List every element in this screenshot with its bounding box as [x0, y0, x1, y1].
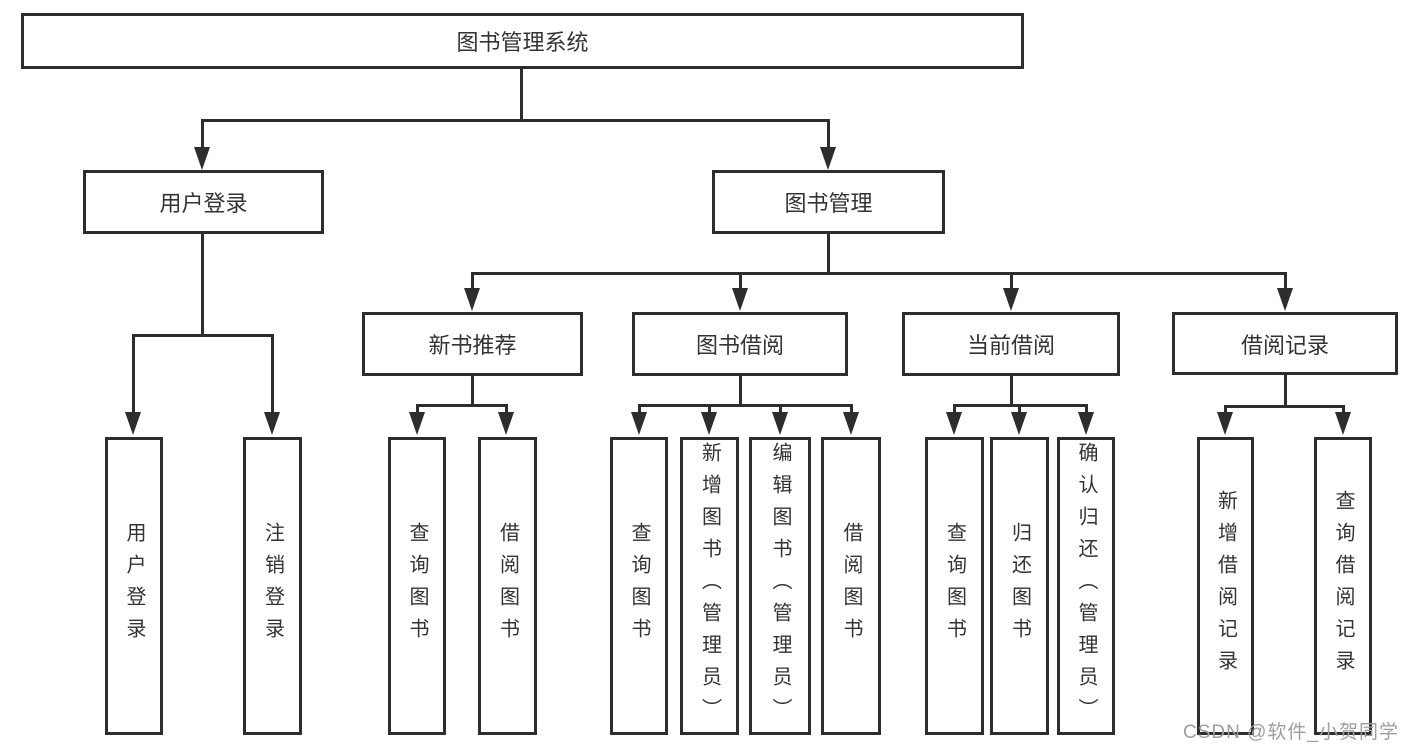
node-borrow-records: 借阅记录 [1172, 312, 1398, 375]
connector-book-borrow-stem [739, 376, 742, 404]
node-new-book-rec: 新书推荐 [362, 312, 583, 376]
connector-drop-borrow-records [1284, 272, 1287, 290]
connector-root-stem [520, 69, 523, 119]
node-borrow-records-label: 借阅记录 [1240, 332, 1329, 358]
leaf-cb-return-book: 归还图书 [990, 437, 1049, 735]
connector-drop-leaf-logout [271, 334, 274, 414]
arrowhead-cb-confirm [1078, 412, 1094, 435]
node-book-mgmt-label: 图书管理 [784, 191, 873, 216]
arrowhead-current-borrow [1003, 288, 1019, 311]
leaf-br-add-record-label: 新增借阅记录 [1214, 490, 1237, 682]
connector-drop-cb-return [1018, 404, 1021, 414]
leaf-rec-query-book: 查询图书 [388, 437, 446, 735]
node-book-borrow: 图书借阅 [632, 312, 848, 376]
arrowhead-br-query [1335, 412, 1351, 435]
node-root: 图书管理系统 [21, 13, 1024, 69]
connector-new-book-rec-split [416, 404, 508, 407]
arrowhead-book-mgmt [820, 147, 836, 170]
leaf-bb-query-book: 查询图书 [610, 437, 668, 735]
node-book-mgmt: 图书管理 [712, 170, 945, 234]
connector-book-borrow-split [638, 404, 852, 407]
connector-drop-bb-edit [779, 404, 782, 414]
leaf-bb-add-book-label: 新增图书（管理员） [698, 442, 721, 730]
node-book-borrow-label: 图书借阅 [695, 333, 784, 358]
arrowhead-user-login [194, 147, 210, 170]
node-current-borrow: 当前借阅 [902, 312, 1120, 376]
connector-drop-bb-query [638, 404, 641, 414]
arrowhead-br-add [1217, 412, 1233, 435]
arrowhead-cb-query [946, 412, 962, 435]
connector-borrow-records-stem [1284, 375, 1287, 406]
leaf-br-query-record: 查询借阅记录 [1314, 437, 1372, 735]
connector-drop-user-login [201, 119, 204, 150]
leaf-cb-query-book-label: 查询图书 [943, 522, 966, 650]
leaf-user-login: 用户登录 [105, 437, 163, 735]
arrowhead-leaf-user-login [125, 412, 141, 435]
leaf-cb-confirm-return-label: 确认归还（管理员） [1075, 442, 1097, 730]
connector-user-login-split [132, 334, 273, 337]
connector-drop-leaf-user-login [132, 334, 135, 414]
node-user-login: 用户登录 [83, 170, 324, 234]
connector-drop-new-book-rec [471, 272, 474, 290]
leaf-rec-query-book-label: 查询图书 [406, 522, 428, 650]
leaf-cb-confirm-return: 确认归还（管理员） [1057, 437, 1115, 735]
arrowhead-new-book-rec [464, 288, 480, 311]
connector-root-split [202, 119, 830, 122]
connector-book-mgmt-split [471, 272, 1286, 275]
arrowhead-cb-return [1011, 412, 1027, 435]
arrowhead-book-borrow [732, 288, 748, 311]
connector-drop-br-query [1342, 405, 1345, 414]
connector-drop-bb-borrow [850, 404, 853, 414]
connector-drop-cb-confirm [1085, 404, 1088, 414]
connector-current-borrow-stem [1010, 376, 1013, 404]
arrowhead-leaf-logout [264, 412, 280, 435]
arrowhead-rec-query [409, 412, 425, 435]
connector-drop-br-add [1224, 405, 1227, 414]
connector-drop-bb-add [708, 404, 711, 414]
leaf-bb-borrow-book-label: 借阅图书 [840, 522, 862, 650]
node-user-login-label: 用户登录 [159, 191, 248, 216]
leaf-logout: 注销登录 [243, 437, 302, 735]
leaf-user-login-label: 用户登录 [123, 522, 145, 650]
connector-drop-book-mgmt [827, 119, 830, 150]
arrowhead-bb-borrow [843, 412, 859, 435]
leaf-logout-label: 注销登录 [261, 522, 284, 650]
leaf-bb-query-book-label: 查询图书 [628, 522, 650, 650]
arrowhead-rec-borrow [498, 412, 514, 435]
leaf-bb-borrow-book: 借阅图书 [821, 437, 881, 735]
watermark: CSDN @软件_小贺同学 [1183, 722, 1399, 743]
connector-new-book-rec-stem [471, 376, 474, 404]
connector-drop-cb-query [953, 404, 956, 414]
connector-book-mgmt-stem [827, 233, 830, 272]
connector-drop-book-borrow [739, 272, 742, 290]
node-root-label: 图书管理系统 [456, 30, 589, 55]
leaf-cb-query-book: 查询图书 [925, 437, 984, 735]
leaf-br-query-record-label: 查询借阅记录 [1332, 490, 1354, 682]
arrowhead-borrow-records [1277, 288, 1293, 311]
connector-drop-current-borrow [1010, 272, 1013, 290]
node-new-book-rec-label: 新书推荐 [428, 333, 517, 358]
leaf-cb-return-book-label: 归还图书 [1008, 522, 1031, 650]
leaf-bb-add-book: 新增图书（管理员） [680, 437, 739, 735]
node-current-borrow-label: 当前借阅 [966, 333, 1055, 358]
connector-user-login-stem [201, 234, 204, 334]
connector-drop-rec-query [416, 404, 419, 414]
arrowhead-bb-query [631, 412, 647, 435]
leaf-bb-edit-book: 编辑图书（管理员） [749, 437, 811, 735]
arrowhead-bb-edit [772, 412, 788, 435]
connector-borrow-records-split [1224, 405, 1344, 408]
leaf-br-add-record: 新增借阅记录 [1197, 437, 1254, 735]
leaf-rec-borrow-book-label: 借阅图书 [496, 522, 519, 650]
leaf-rec-borrow-book: 借阅图书 [478, 437, 537, 735]
arrowhead-bb-add [701, 412, 717, 435]
leaf-bb-edit-book-label: 编辑图书（管理员） [769, 442, 791, 730]
connector-drop-rec-borrow [505, 404, 508, 414]
